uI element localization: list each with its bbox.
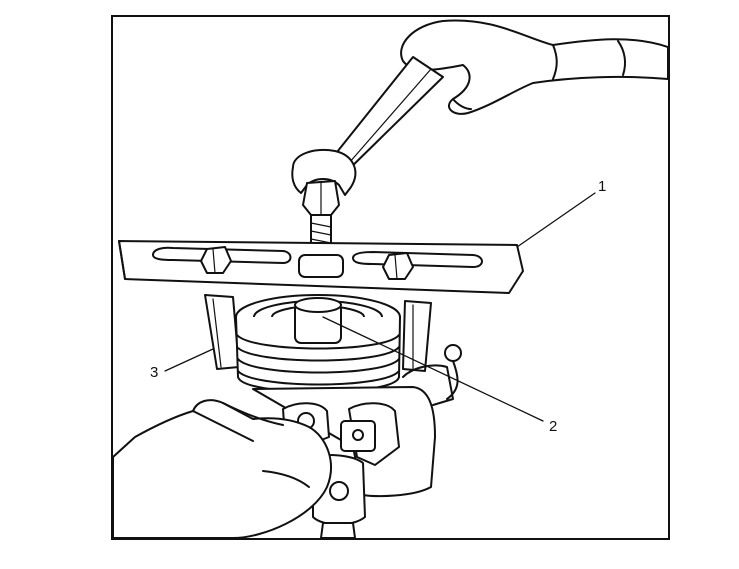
illustration-frame: 1 2 3 (111, 15, 670, 540)
leader-lines (164, 192, 596, 422)
leader-line-1 (516, 192, 596, 248)
callout-2: 2 (549, 418, 558, 435)
callout-1: 1 (598, 178, 607, 195)
leader-line-3 (164, 348, 214, 372)
puller-leg (204, 294, 432, 372)
clutch-pulley (235, 294, 401, 393)
leader-line-2 (322, 316, 544, 422)
clutch-puller-illustration (113, 19, 668, 538)
bar-bolts (200, 246, 414, 280)
upper-hand (400, 19, 668, 115)
callout-3: 3 (150, 364, 159, 381)
wrench (291, 56, 444, 196)
lower-hand (113, 399, 332, 538)
